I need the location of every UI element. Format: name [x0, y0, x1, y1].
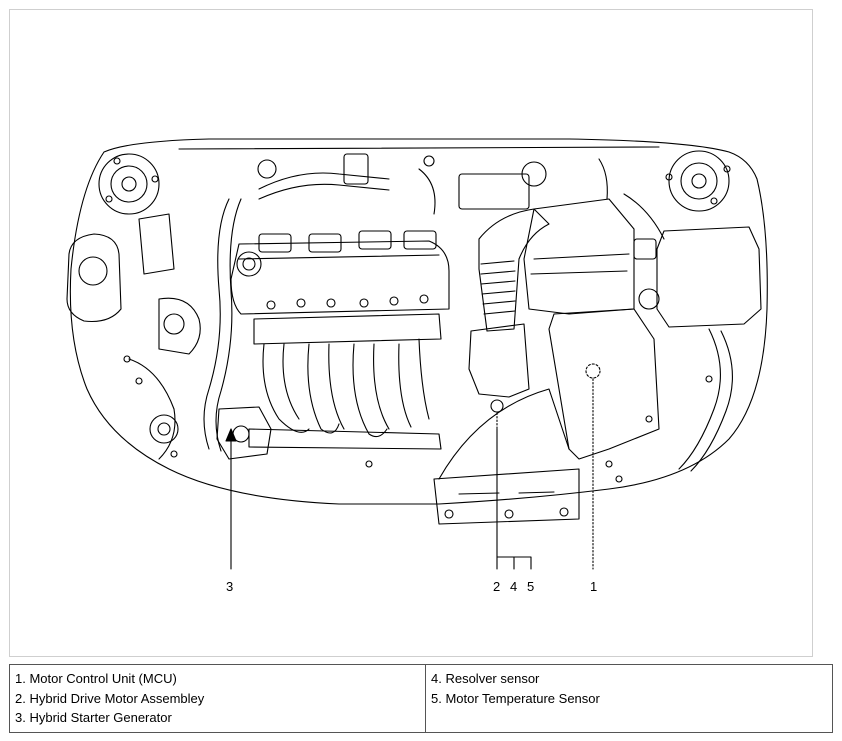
- callout-4: 4: [510, 579, 518, 594]
- right-strut-tower: [668, 150, 730, 212]
- engine-bay-outline: [69, 138, 768, 505]
- legend-item-5: 5. Motor Temperature Sensor: [431, 690, 600, 706]
- legend-item-1: 1. Motor Control Unit (MCU): [15, 671, 177, 686]
- callout-1: 1: [590, 579, 598, 594]
- legend-left-cell: 1. Motor Control Unit (MCU) 2. Hybrid Dr…: [9, 664, 426, 733]
- callout-marker-2: [490, 399, 504, 413]
- cylinder-head: [230, 240, 450, 315]
- legend-table: 1. Motor Control Unit (MCU) 2. Hybrid Dr…: [9, 664, 833, 733]
- battery-right: [656, 226, 762, 328]
- hose-right: [623, 193, 665, 240]
- legend-right-cell: 4. Resolver sensor 5. Motor Temperature …: [425, 664, 833, 733]
- callout-3: 3: [226, 579, 234, 594]
- starter-generator-body: [216, 406, 272, 460]
- engine-bay-drawing: [66, 138, 768, 570]
- legend-item-2: 2. Hybrid Drive Motor Assembley: [15, 690, 205, 706]
- intake-runners: [253, 313, 442, 345]
- callout-marker-1: [585, 363, 601, 379]
- callout-2: 2: [493, 579, 501, 594]
- legend-item-3: 3. Hybrid Starter Generator: [15, 710, 172, 725]
- reservoir-left: [66, 233, 122, 323]
- hood-latch-line: [178, 146, 660, 150]
- left-strut-tower: [98, 153, 160, 215]
- callout-5: 5: [527, 579, 535, 594]
- leader-line-4-5: [496, 556, 532, 570]
- legend-item-4: 4. Resolver sensor: [431, 671, 540, 686]
- leader-arrow-3: [225, 428, 237, 442]
- hose-left: [203, 198, 230, 450]
- mcu-housing: [548, 308, 660, 460]
- resonator-box: [468, 323, 530, 398]
- air-intake-duct: [478, 208, 550, 332]
- diagram-frame: [9, 9, 813, 657]
- lower-duct: [433, 468, 580, 525]
